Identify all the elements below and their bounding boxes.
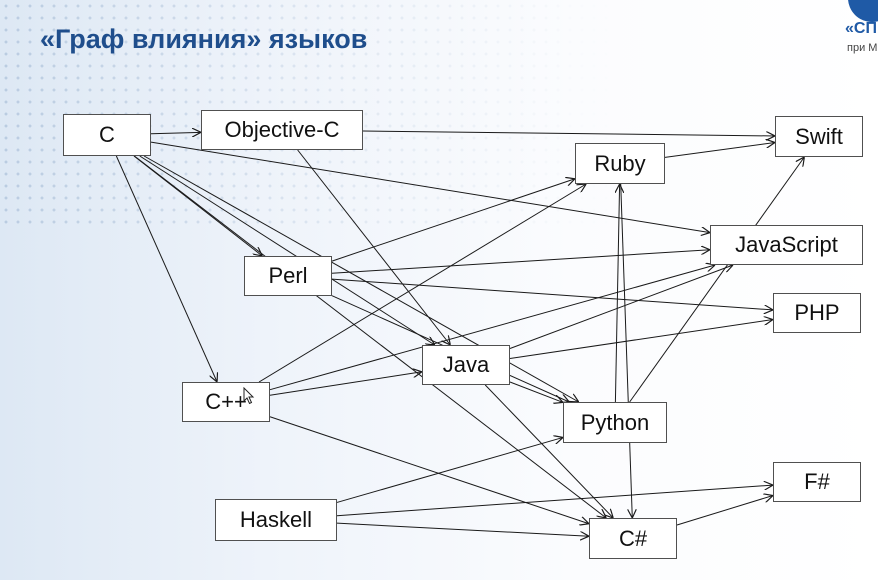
edge-c-to-csharp [134,155,606,518]
edge-java-to-javascript [509,265,733,349]
node-objective-c: Objective-C [201,110,363,150]
node-csharp: C# [589,518,677,559]
node-perl: Perl [244,256,332,296]
organization-logo: «СП при М [836,0,878,62]
edge-haskell-to-csharp [336,522,589,536]
node-c: C [63,114,151,156]
node-php: PHP [773,293,861,333]
slide-title: «Граф влияния» языков [40,24,368,54]
logo-subtext: при М [847,42,878,54]
node-java: Java [422,345,510,385]
edge-haskell-to-fsharp [336,485,773,517]
node-python: Python [563,402,667,443]
node-ruby: Ruby [575,143,665,184]
edge-cpp-to-javascript [269,265,715,391]
edge-c-to-cpp [115,155,217,382]
edge-python-to-ruby [614,184,619,403]
edge-ruby-to-csharp [620,183,633,518]
edge-cpp-to-java [269,372,422,396]
edge-perl-to-javascript [331,250,710,274]
node-fsharp: F# [773,462,861,502]
edge-objc-to-java [297,149,451,345]
edge-java-to-php [509,320,773,359]
edge-csharp-to-fsharp [676,496,773,526]
node-haskell: Haskell [215,499,337,541]
edge-c-to-java [139,155,435,345]
edge-java-to-csharp [484,384,613,518]
edge-c-to-javascript [150,141,710,232]
mouse-pointer-icon [243,387,255,405]
edge-c-to-objc [150,132,201,133]
edge-perl-to-ruby [331,179,575,262]
edge-objc-to-swift [362,130,775,136]
node-javascript: JavaScript [710,225,863,265]
edge-cpp-to-ruby [258,184,586,383]
node-swift: Swift [775,116,863,157]
logo-text: «СП [845,20,877,37]
edge-ruby-to-swift [664,142,775,158]
edge-haskell-to-python [336,437,563,503]
edge-python-to-swift [629,157,805,403]
edge-cpp-to-csharp [269,416,589,524]
node-cpp: C++ [182,382,270,422]
edge-java-to-python [509,381,563,402]
